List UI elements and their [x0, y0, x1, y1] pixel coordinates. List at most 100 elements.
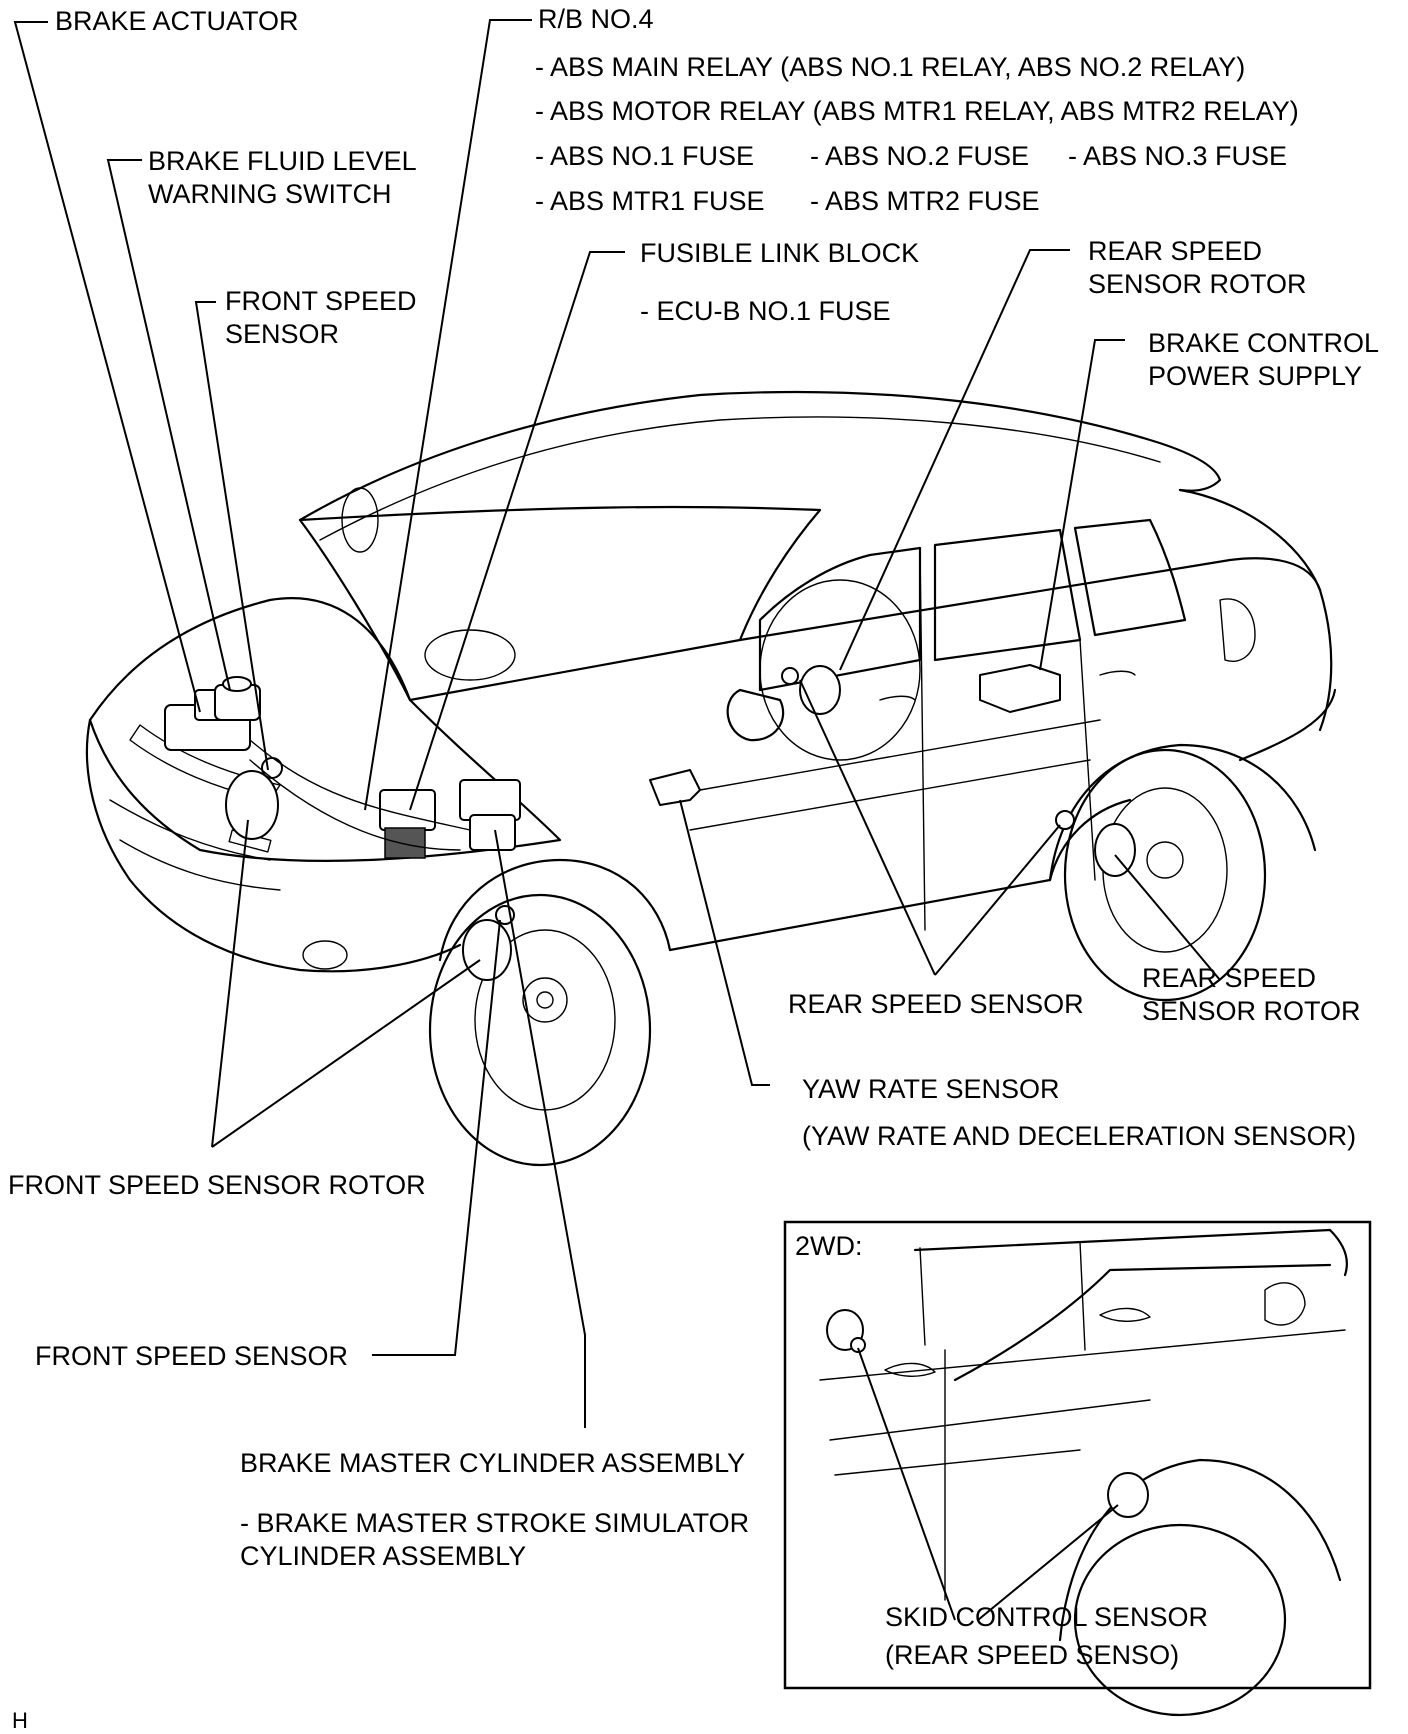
label-abs-mtr1-fuse: - ABS MTR1 FUSE [535, 186, 765, 216]
inset-belt-line [819, 1329, 1346, 1381]
vehicle-door-seam-front [919, 547, 926, 931]
vehicle-side-sill [668, 688, 1337, 952]
yaw-rate-sensor-unit [649, 769, 701, 806]
leader-skid-control-lower [977, 1504, 1119, 1621]
leader-rb-no4 [364, 19, 532, 811]
label-front-speed-sensor-bottom: FRONT SPEED SENSOR [35, 1341, 348, 1371]
label-brake-master-stroke-line1: - BRAKE MASTER STROKE SIMULATOR [240, 1508, 749, 1538]
leader-rear-speed-sensor-left [799, 679, 936, 976]
labels: BRAKE ACTUATOR R/B NO.4 - ABS MAIN RELAY… [8, 4, 1379, 1733]
label-abs-no3-fuse: - ABS NO.3 FUSE [1068, 141, 1287, 171]
leader-fusible-link-block [409, 251, 625, 811]
vehicle-rear-left-wheelwell [759, 579, 921, 761]
brake-lines [249, 739, 471, 851]
label-rear-speed-sensor-rotor-bottom-line2: SENSOR ROTOR [1142, 996, 1361, 1026]
components [164, 664, 1136, 981]
vehicle-seat-back [341, 487, 379, 553]
inset-skid-control-sensor-lower [1107, 1472, 1149, 1518]
vehicle-fog-lamp [302, 940, 348, 970]
label-rear-speed-sensor-rotor-top-line2: SENSOR ROTOR [1088, 269, 1307, 299]
rear-left-speed-sensor-rotor [799, 665, 841, 715]
inset-2wd-title: 2WD: [795, 1231, 863, 1261]
label-skid-control-line2: (REAR SPEED SENSO) [885, 1640, 1179, 1670]
rear-left-speed-sensor [781, 667, 799, 685]
vehicle-rear-tire [1063, 748, 1267, 1002]
label-brake-fluid-level-line1: BRAKE FLUID LEVEL [148, 146, 417, 176]
label-brake-fluid-level-line2: WARNING SWITCH [148, 179, 391, 209]
label-corner-code: H [12, 1708, 28, 1733]
vehicle-front-hub-center [536, 991, 554, 1009]
label-front-speed-sensor-top-line2: SENSOR [225, 319, 339, 349]
vehicle-body-crease [689, 719, 1101, 831]
front-right-speed-sensor-rotor [462, 919, 512, 981]
leader-rear-speed-sensor-rotor-top [839, 249, 1070, 671]
vehicle-grille [109, 799, 281, 891]
inset-2wd: 2WD: SKID CONTROL SENSOR (REAR SPEED SEN… [783, 1220, 1372, 1717]
label-abs-main-relay: - ABS MAIN RELAY (ABS NO.1 RELAY, ABS NO… [535, 52, 1245, 82]
vehicle-quarter-window [1073, 518, 1187, 637]
label-skid-control-line1: SKID CONTROL SENSOR [885, 1602, 1208, 1632]
inset-tire [1073, 1523, 1287, 1717]
vehicle-front-hub [522, 977, 568, 1023]
vehicle-rear-door-window [933, 528, 1082, 662]
label-abs-mtr2-fuse: - ABS MTR2 FUSE [810, 186, 1040, 216]
leader-front-speed-sensor-bottom [372, 919, 501, 1356]
vehicle-steering-wheel [424, 629, 516, 681]
label-rear-speed-sensor-rotor-top-line1: REAR SPEED [1088, 236, 1262, 266]
brake-control-power-supply-unit [979, 664, 1061, 713]
leader-front-speed-sensor-rotor-right [211, 959, 481, 1148]
label-brake-control-power-line2: POWER SUPPLY [1148, 361, 1362, 391]
vehicle-door-seam-rear [1079, 639, 1096, 881]
inset-pillar-b [1079, 1241, 1086, 1351]
leader-skid-control-upper [857, 1347, 956, 1621]
label-brake-master-cylinder: BRAKE MASTER CYLINDER ASSEMBLY [240, 1448, 745, 1478]
leader-rear-speed-sensor-rotor-bottom [1114, 854, 1221, 981]
inset-fuel-lid [1264, 1282, 1306, 1326]
label-abs-no1-fuse: - ABS NO.1 FUSE [535, 141, 754, 171]
vehicle-door-handle-rear [1099, 670, 1136, 676]
inset-door-handle-front [884, 1362, 936, 1377]
label-front-speed-sensor-top-line1: FRONT SPEED [225, 286, 417, 316]
leader-brake-fluid-level [106, 159, 231, 691]
inset-roof-rail [913, 1228, 1348, 1277]
leader-lines [13, 19, 1221, 1428]
label-rear-speed-sensor-rotor-bottom-line1: REAR SPEED [1142, 963, 1316, 993]
inset-wheel-arch [1058, 1458, 1342, 1642]
vehicle-roof-rail [319, 416, 1161, 541]
inset-door-handle-rear [1099, 1307, 1151, 1322]
label-fusible-link-block: FUSIBLE LINK BLOCK [640, 238, 919, 268]
front-left-speed-sensor-rotor [225, 770, 279, 840]
leader-front-speed-sensor-top [194, 301, 269, 771]
label-ecu-b-no1-fuse: - ECU-B NO.1 FUSE [640, 296, 891, 326]
label-rb-no4: R/B NO.4 [538, 4, 654, 34]
label-brake-master-stroke-line2: CYLINDER ASSEMBLY [240, 1541, 526, 1571]
inset-pillar-a [919, 1247, 926, 1346]
vehicle-side-mirror [726, 688, 785, 742]
label-brake-actuator: BRAKE ACTUATOR [55, 6, 299, 36]
vehicle-front-bumper [85, 718, 462, 973]
vehicle-rear-hub [1146, 841, 1184, 879]
brake-master-cylinder-body [469, 814, 516, 851]
fusible-link-block [379, 789, 436, 831]
inset-crease [829, 1399, 1151, 1476]
leader-yaw-rate-sensor [679, 799, 770, 1086]
vehicle-rear-corner [1178, 488, 1333, 732]
label-front-speed-sensor-rotor: FRONT SPEED SENSOR ROTOR [8, 1170, 426, 1200]
label-yaw-rate-sensor-line1: YAW RATE SENSOR [802, 1074, 1060, 1104]
leader-rear-speed-sensor-right [934, 824, 1061, 976]
leader-brake-control-power [1039, 339, 1125, 671]
fusible-link-block-fuses [384, 827, 426, 859]
front-left-speed-sensor [261, 757, 283, 779]
vehicle-front-wheel-arch [438, 858, 672, 962]
vehicle-door-handle-front [879, 695, 916, 701]
label-rear-speed-sensor: REAR SPEED SENSOR [788, 989, 1084, 1019]
label-brake-control-power-line1: BRAKE CONTROL [1148, 328, 1379, 358]
label-abs-motor-relay: - ABS MOTOR RELAY (ABS MTR1 RELAY, ABS M… [535, 96, 1299, 126]
vehicle-fuel-lid [1219, 598, 1256, 662]
label-abs-no2-fuse: - ABS NO.2 FUSE [810, 141, 1029, 171]
inset-skid-control-sensor-upper-tip [850, 1337, 866, 1353]
vehicle-front-tire [428, 893, 652, 1167]
leader-front-speed-sensor-rotor-left [211, 819, 249, 1148]
leader-brake-master-cylinder [494, 829, 586, 1428]
